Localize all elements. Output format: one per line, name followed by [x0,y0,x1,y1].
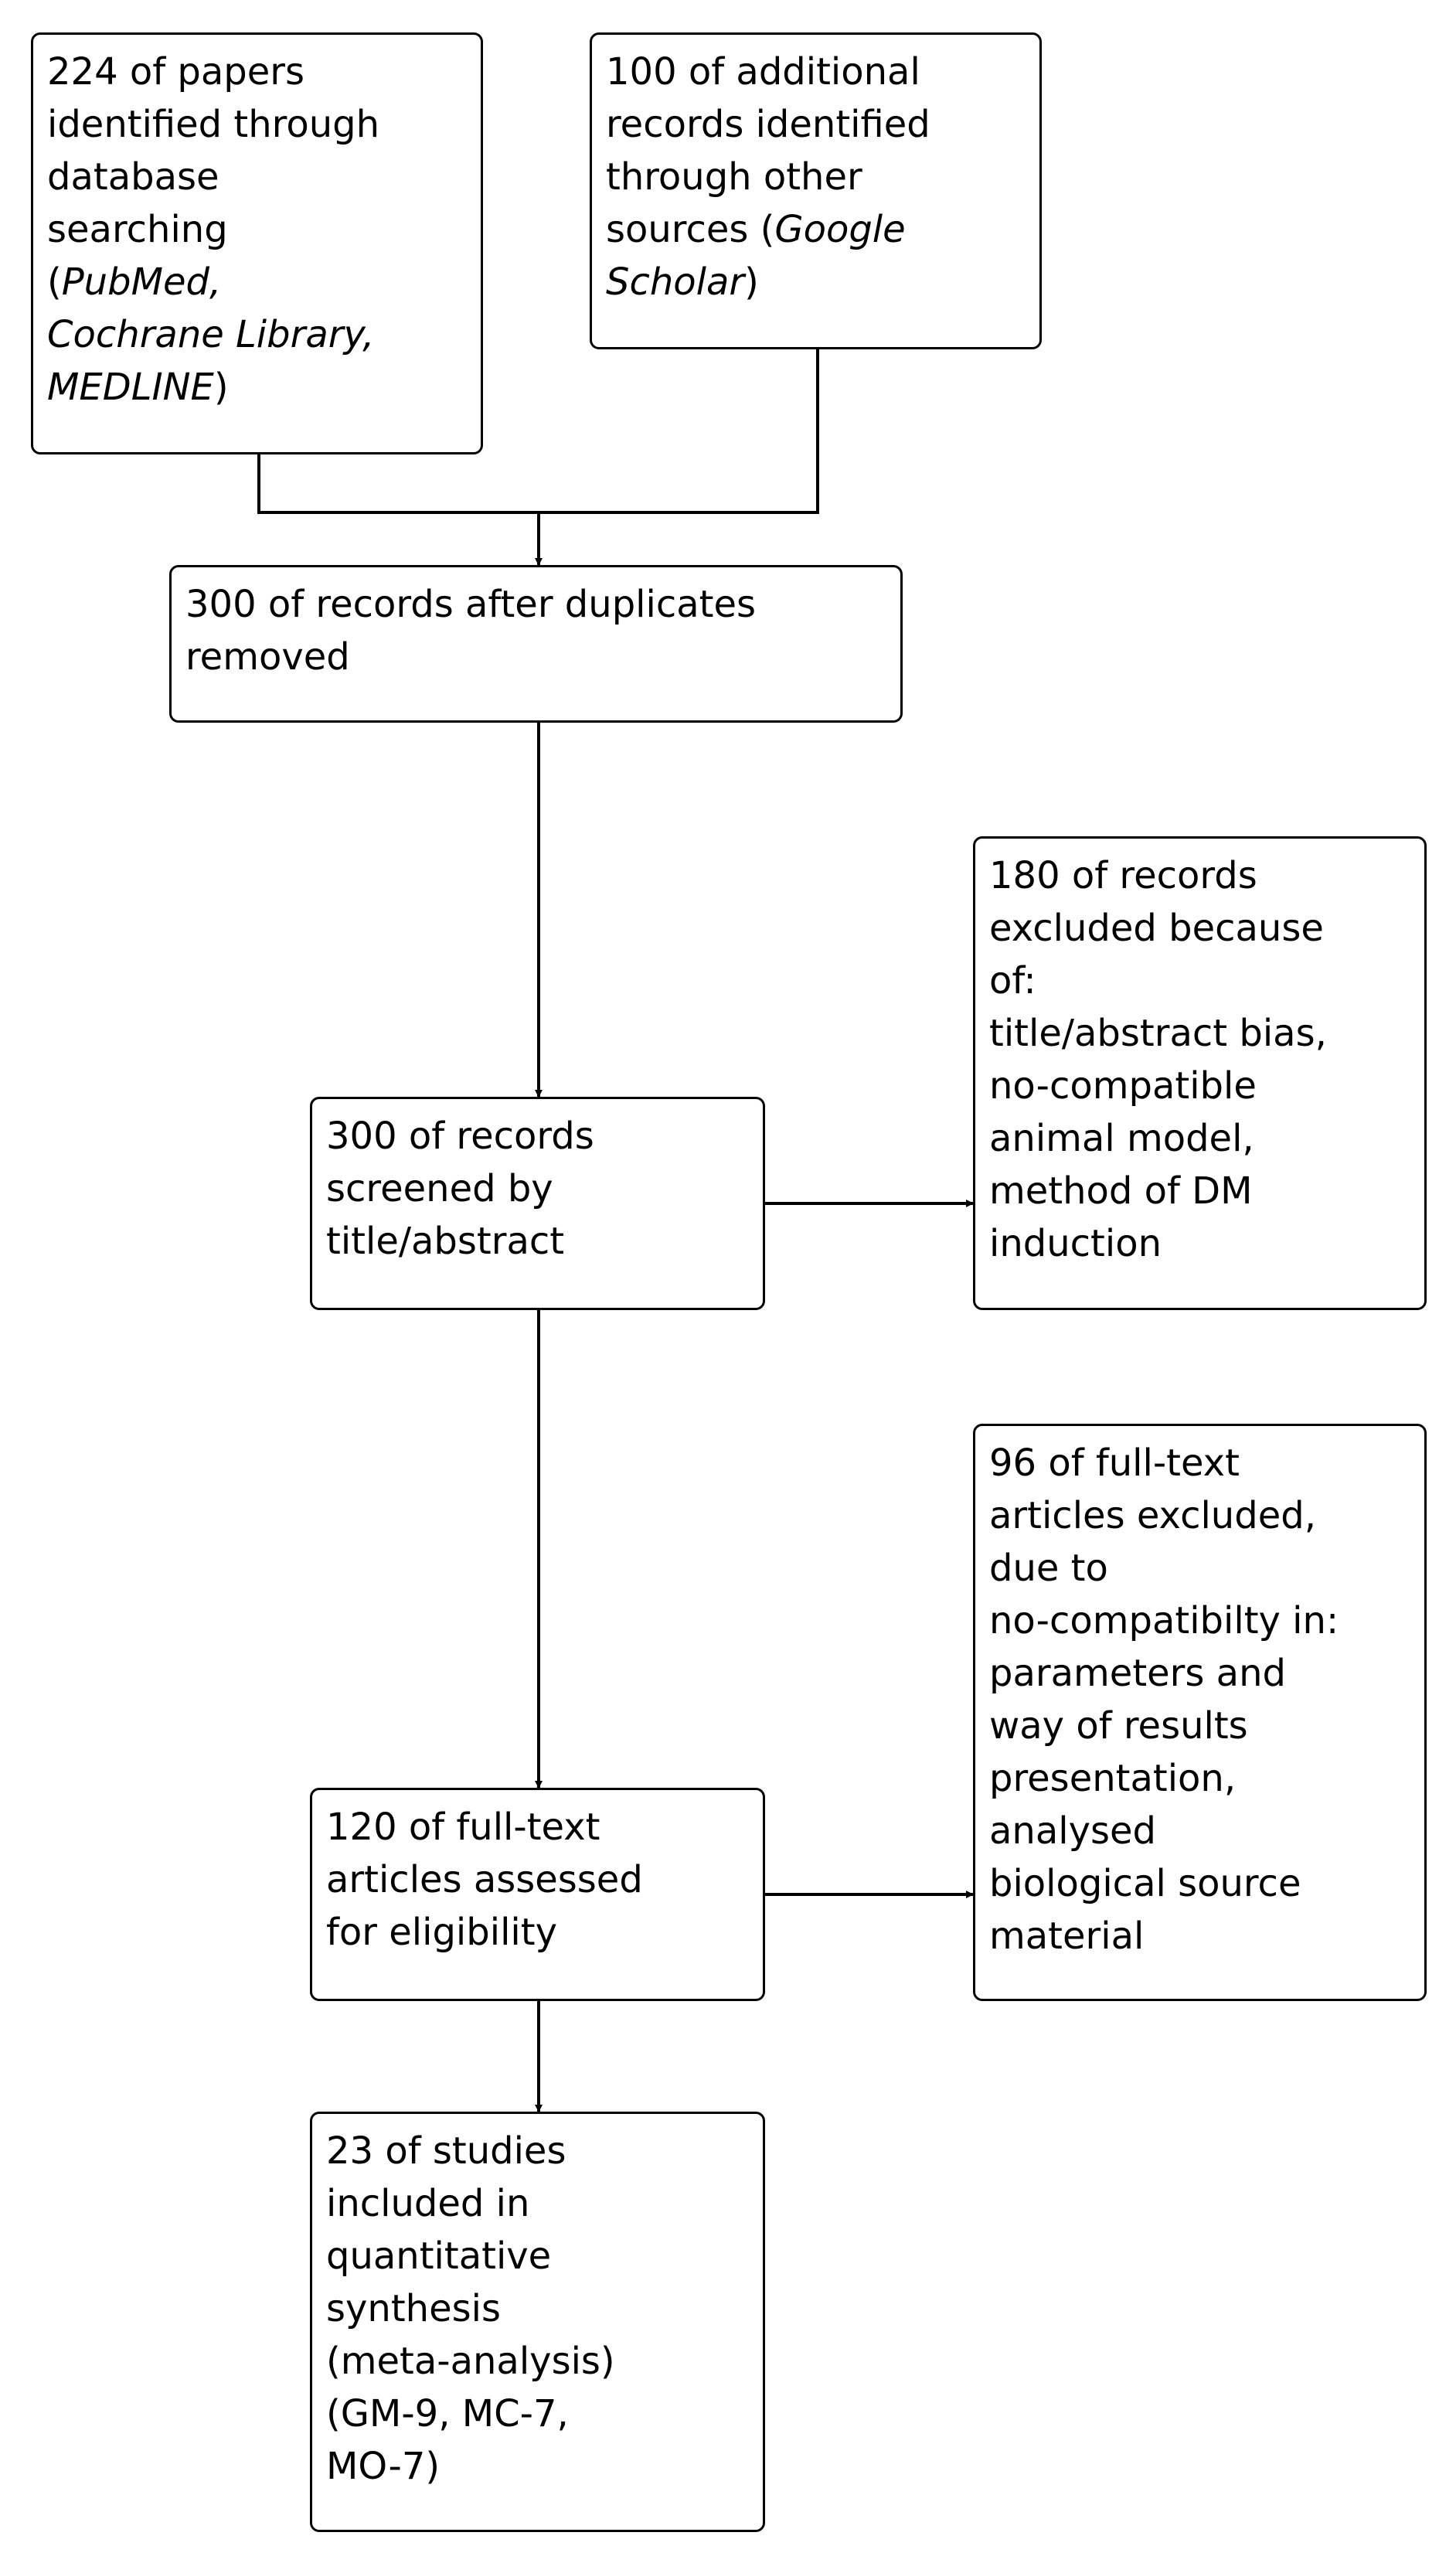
database-search-line: searching [47,208,228,251]
google-label: Google [774,208,906,251]
pubmed-label: PubMed, [61,260,222,304]
included-line: MO-7) [326,2445,441,2488]
excluded-screening-line: method of DM [989,1169,1253,1213]
excluded-full-text-line: parameters and [989,1652,1286,1695]
database-search-line: 224 of papers [47,50,305,94]
excluded-screening-line: animal model, [989,1117,1254,1160]
excluded-full-text-line: biological source [989,1862,1301,1905]
database-search-line: Cochrane Library, [47,308,468,361]
included-line: 23 of studies [326,2129,566,2173]
database-search-box: 224 of papers identified through databas… [31,32,483,454]
other-sources-box: 100 of additional records identified thr… [590,32,1042,349]
excluded-screening-line: induction [989,1222,1162,1265]
excluded-full-text-line: due to [989,1547,1108,1590]
excluded-full-text-line: 96 of full-text [989,1441,1240,1485]
included-line: included in [326,2182,530,2225]
full-text-line: 120 of full-text [326,1806,600,1849]
excluded-full-text-line: presentation, [989,1757,1237,1800]
included-line: synthesis [326,2287,501,2330]
database-search-line: identified through [47,103,380,146]
screened-line: 300 of records [326,1115,594,1158]
excluded-screening-line: of: [989,959,1036,1002]
scholar-label: Scholar [606,260,745,304]
other-sources-line: sources (Google [606,203,1027,256]
excluded-full-text-line: analysed [989,1809,1156,1853]
excluded-full-text-box: 96 of full-text articles excluded, due t… [973,1424,1427,2001]
excluded-full-text-line: way of results [989,1704,1248,1748]
after-duplicates-line: 300 of records after duplicates [185,583,756,626]
excluded-full-text-line: articles excluded, [989,1494,1316,1537]
included-line: (meta-analysis) [326,2340,615,2383]
included-box: 23 of studies included in quantitative s… [310,2112,765,2532]
medline-label: MEDLINE [47,366,214,409]
cochrane-label: Cochrane Library, [47,313,375,356]
included-line: (GM-9, MC-7, [326,2392,569,2435]
screened-line: title/abstract [326,1220,565,1263]
after-duplicates-box: 300 of records after duplicates removed [169,565,903,723]
screened-line: screened by [326,1167,553,1210]
database-search-line: database [47,155,219,199]
other-sources-line: 100 of additional [606,50,920,94]
excluded-screening-box: 180 of records excluded because of: titl… [973,836,1427,1310]
full-text-box: 120 of full-text articles assessed for e… [310,1788,765,2001]
database-search-line: (PubMed, [47,260,222,304]
after-duplicates-line: removed [185,635,350,679]
excluded-screening-line: no-compatible [989,1064,1257,1108]
database-search-line: MEDLINE) [47,366,229,409]
full-text-line: articles assessed [326,1858,643,1901]
screened-box: 300 of records screened by title/abstrac… [310,1097,765,1310]
other-sources-line: records identified [606,103,930,146]
included-line: quantitative [326,2235,552,2278]
excluded-full-text-line: material [989,1915,1145,1958]
excluded-screening-line: title/abstract bias, [989,1012,1327,1055]
sources-prefix: sources ( [606,208,775,251]
other-sources-line: Scholar) [606,260,759,304]
excluded-screening-line: excluded because [989,907,1324,950]
other-sources-line: through other [606,155,862,199]
excluded-screening-line: 180 of records [989,854,1257,897]
excluded-full-text-line: no-compatibilty in: [989,1599,1339,1642]
full-text-line: for eligibility [326,1911,557,1954]
